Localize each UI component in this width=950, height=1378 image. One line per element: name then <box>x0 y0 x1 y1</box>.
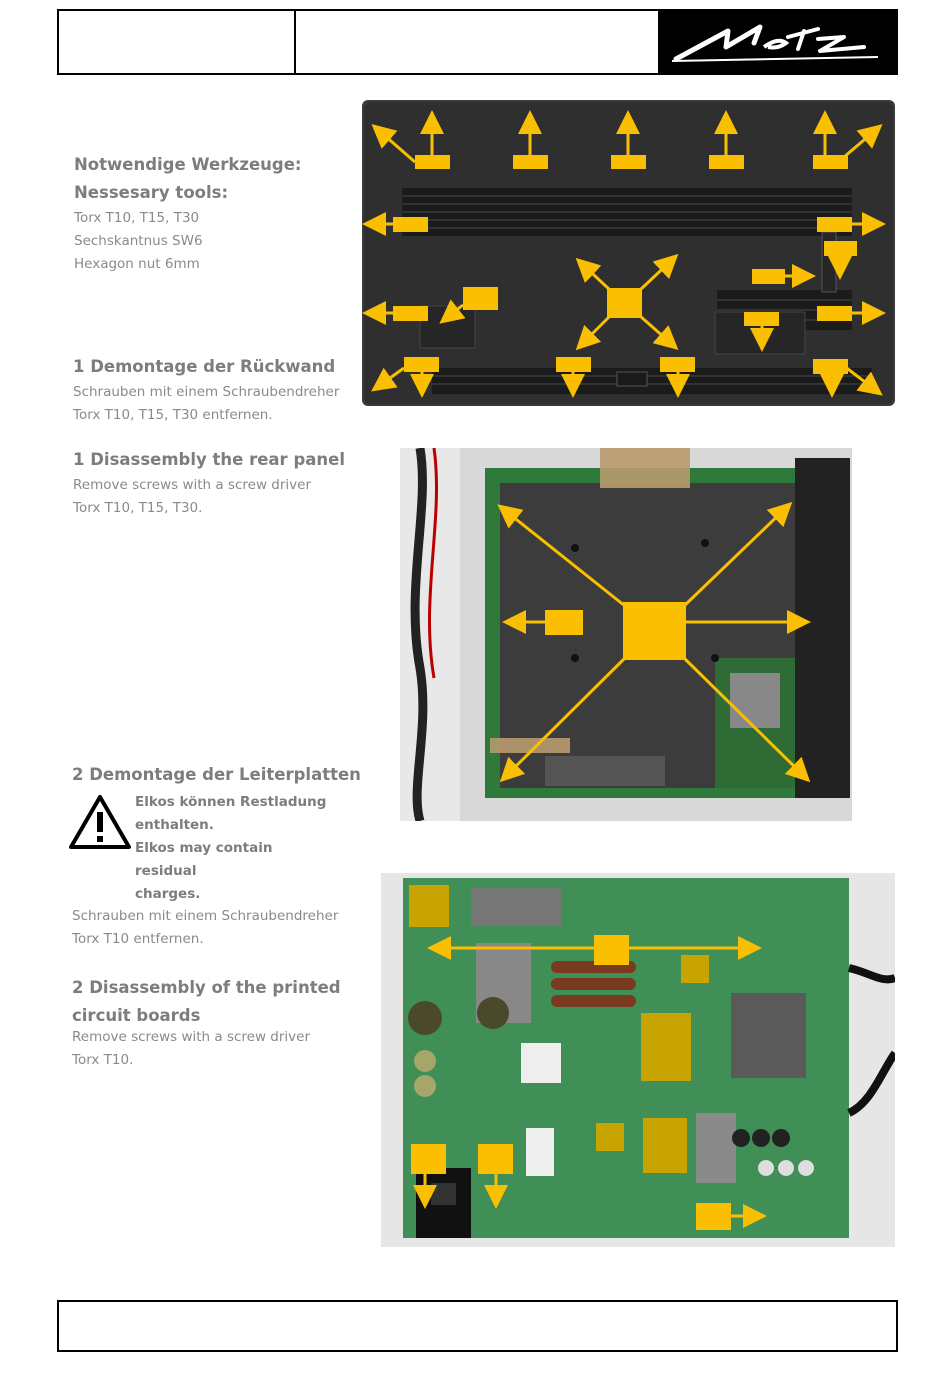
heading-line: 2 Disassembly of the printed <box>72 978 341 997</box>
step2-text-de: Schrauben mit einem Schraubendreher Torx… <box>72 905 338 951</box>
tools-list: Torx T10, T15, T30 Sechskantnus SW6 Hexa… <box>74 207 203 276</box>
warning-icon <box>69 795 131 849</box>
step1-heading-de: 1 Demontage der Rückwand <box>73 357 336 376</box>
tool-item: Hexagon nut 6mm <box>74 256 200 272</box>
metz-logo-icon <box>671 24 879 62</box>
step1-heading-en: 1 Disassembly the rear panel <box>73 450 345 469</box>
tool-item: Sechskantnus SW6 <box>74 233 203 249</box>
power-board-photo <box>381 873 895 1247</box>
text-line: Schrauben mit einem Schraubendreher <box>73 384 340 400</box>
text-line: enthalten. <box>135 817 214 833</box>
text-line: charges. <box>135 886 201 902</box>
text-line: Torx T10 entfernen. <box>72 931 204 947</box>
step1-text-de: Schrauben mit einem Schraubendreher Torx… <box>73 381 339 427</box>
power-board-illustration <box>381 873 895 1247</box>
main-board-illustration <box>400 448 852 821</box>
step2-text-en: Remove screws with a screw driver Torx T… <box>72 1026 310 1072</box>
text-line: Elkos können Restladung <box>135 794 327 810</box>
main-board-photo <box>400 448 852 821</box>
text-line: Remove screws with a screw driver <box>72 1029 311 1045</box>
tools-heading-en: Nessesary tools: <box>74 183 229 202</box>
text-line: Torx T10, T15, T30. <box>73 500 203 516</box>
header-cell-middle <box>296 11 660 73</box>
rear-panel-illustration <box>362 100 895 406</box>
text-line: Torx T10, T15, T30 entfernen. <box>73 407 273 423</box>
warning-text: Elkos können Restladung enthalten. Elkos… <box>135 791 335 906</box>
page-footer <box>57 1300 898 1352</box>
page-header <box>57 9 898 75</box>
tools-heading-de: Notwendige Werkzeuge: <box>74 155 302 174</box>
tool-item: Torx T10, T15, T30 <box>74 210 200 226</box>
step1-text-en: Remove screws with a screw driver Torx T… <box>73 474 311 520</box>
text-line: Schrauben mit einem Schraubendreher <box>72 908 339 924</box>
text-line: Torx T10. <box>72 1052 134 1068</box>
step2-heading-de: 2 Demontage der Leiterplatten <box>72 765 361 784</box>
text-line: Remove screws with a screw driver <box>73 477 312 493</box>
step2-heading-en: 2 Disassembly of the printed circuit boa… <box>72 974 341 1030</box>
rear-panel-photo <box>362 100 895 406</box>
header-cell-left <box>59 11 296 73</box>
text-line: Elkos may contain residual <box>135 840 273 879</box>
heading-line: circuit boards <box>72 1006 201 1025</box>
metz-logo <box>660 11 896 73</box>
